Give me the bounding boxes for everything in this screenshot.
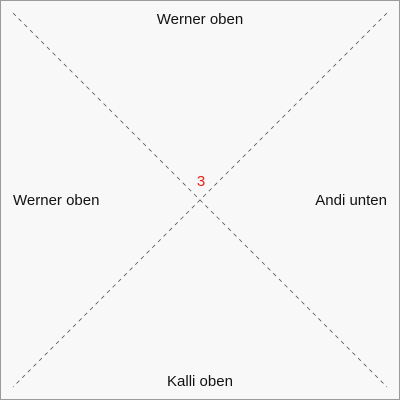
label-bottom: Kalli oben [167, 373, 233, 390]
label-left: Werner oben [13, 192, 100, 209]
diagonal-line-top-right [12, 12, 388, 388]
label-right: Andi unten [315, 192, 387, 209]
center-number: 3 [196, 173, 206, 190]
label-top: Werner oben [156, 11, 244, 28]
